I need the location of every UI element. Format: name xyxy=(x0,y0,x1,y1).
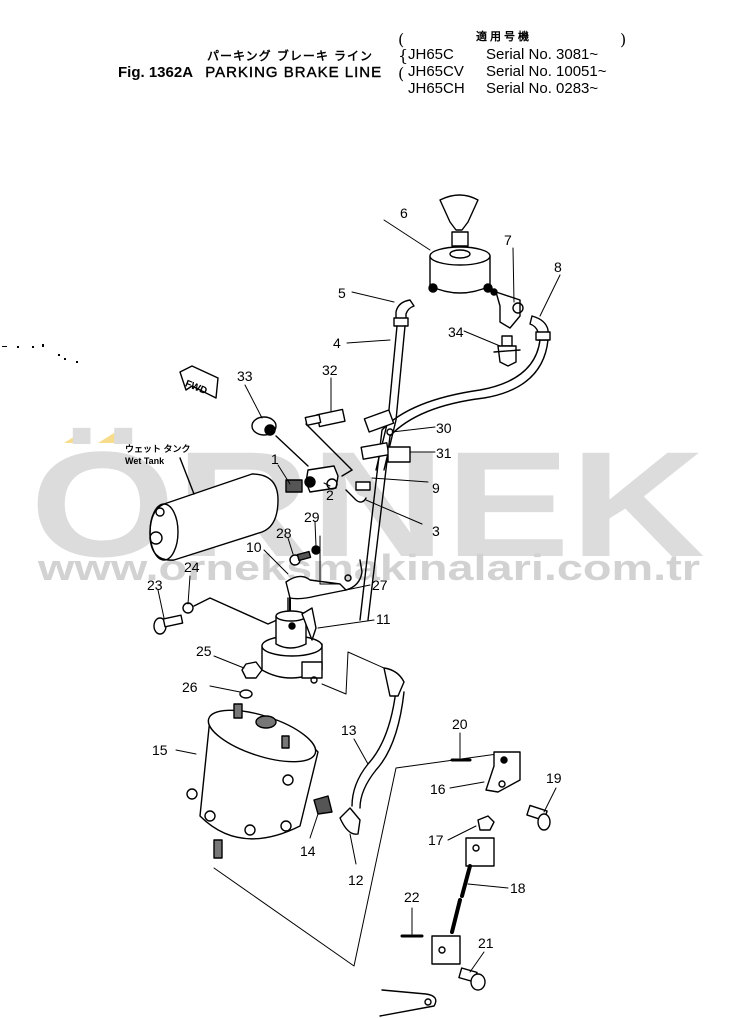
serial: Serial No. 3081~ xyxy=(486,46,599,63)
part-32-sensor xyxy=(304,408,353,477)
wet-tank xyxy=(149,457,279,561)
serial-header: 適用号機 xyxy=(476,31,532,43)
callout-26: 26 xyxy=(182,679,198,695)
callout-1: 1 xyxy=(271,451,279,467)
brace-close: ) xyxy=(620,30,627,49)
figure-title: Fig. 1362A PARKING BRAKE LINE xyxy=(118,64,382,81)
callout-23: 23 xyxy=(147,577,163,593)
callout-22: 22 xyxy=(404,889,420,905)
part-9-hose xyxy=(359,339,549,621)
callout-31: 31 xyxy=(436,445,452,461)
fwd-arrow-icon: FWD xyxy=(179,365,219,399)
part-3-elbow xyxy=(345,489,367,503)
wet-tank-label: ウェット タンク Wet Tank xyxy=(125,443,191,467)
wet-tank-label-jp: ウェット タンク xyxy=(125,444,191,454)
figure-number: Fig. 1362A xyxy=(118,64,194,81)
brace-open: ( xyxy=(398,30,405,49)
leader-lines xyxy=(157,219,561,973)
callout-27: 27 xyxy=(372,577,388,593)
figure-name: PARKING BRAKE LINE xyxy=(205,64,383,81)
callout-15: 15 xyxy=(152,742,168,758)
part-23-bolt xyxy=(153,614,184,635)
part-11-relay-valve xyxy=(261,597,323,684)
callout-9: 9 xyxy=(432,480,440,496)
part-26-washer xyxy=(239,689,253,699)
part-21-pin xyxy=(458,967,486,991)
part-31-clamp xyxy=(360,442,390,460)
callout-5: 5 xyxy=(338,285,346,301)
callout-8: 8 xyxy=(554,259,562,275)
title-block: パーキング ブレーキ ライン Fig. 1362A PARKING BRAKE … xyxy=(0,0,737,110)
callout-11: 11 xyxy=(376,611,391,627)
serial-row: JH65CV Serial No. 10051~ xyxy=(408,64,607,79)
model: JH65CH xyxy=(408,80,465,97)
callout-10: 10 xyxy=(246,539,262,555)
part-7-tee xyxy=(490,288,524,329)
part-31-bracket xyxy=(387,446,411,463)
callout-16: 16 xyxy=(430,781,446,797)
callout-28: 28 xyxy=(276,525,292,541)
callout-2: 2 xyxy=(326,487,334,503)
part-34-switch xyxy=(493,335,521,367)
part-18-clevis-rod xyxy=(431,837,495,965)
part-12-elbow xyxy=(339,807,361,835)
callout-3: 3 xyxy=(432,523,440,539)
part-15-chamber xyxy=(186,703,333,859)
callout-25: 25 xyxy=(196,643,212,659)
brace-open: { xyxy=(398,46,409,65)
part-10-elbow xyxy=(285,559,363,617)
callout-24: 24 xyxy=(184,559,200,575)
part-29-washer xyxy=(311,545,321,555)
callout-32: 32 xyxy=(322,362,338,378)
part-33-fitting xyxy=(251,416,309,467)
brake-lever xyxy=(379,989,437,1017)
callout-13: 13 xyxy=(341,722,357,738)
callout-4: 4 xyxy=(333,335,341,351)
model: JH65CV xyxy=(408,63,464,80)
part-28-bolt xyxy=(289,550,312,566)
serial-row: JH65C Serial No. 3081~ xyxy=(408,47,598,62)
part-16-bracket xyxy=(485,751,521,793)
title-japanese: パーキング ブレーキ ライン xyxy=(207,49,373,63)
brace-open: ( xyxy=(398,64,405,83)
part-13-fitting xyxy=(383,667,405,697)
part-8-nut xyxy=(535,331,551,341)
callout-7: 7 xyxy=(504,232,512,248)
callout-6: 6 xyxy=(400,205,408,221)
part-30-clamp xyxy=(363,409,395,433)
serial-row: JH65CH Serial No. 0283~ xyxy=(408,81,598,96)
callout-21: 21 xyxy=(478,935,494,951)
serial: Serial No. 0283~ xyxy=(486,80,599,97)
scan-dots xyxy=(2,344,78,363)
serial: Serial No. 10051~ xyxy=(486,63,607,80)
callout-17: 17 xyxy=(428,832,444,848)
part-17-nut xyxy=(477,815,495,831)
callout-33: 33 xyxy=(237,368,253,384)
callout-12: 12 xyxy=(348,872,364,888)
callout-34: 34 xyxy=(448,324,464,340)
model: JH65C xyxy=(408,46,454,63)
part-25-nut xyxy=(241,661,263,679)
callout-30: 30 xyxy=(436,420,452,436)
callout-18: 18 xyxy=(510,880,526,896)
part-6-valve xyxy=(428,194,493,294)
wet-tank-label-en: Wet Tank xyxy=(125,456,165,466)
callout-14: 14 xyxy=(300,843,316,859)
part-1-nipple xyxy=(285,479,303,493)
callout-20: 20 xyxy=(452,716,468,732)
callout-labels: 1 2 3 4 5 6 7 8 9 10 11 12 13 14 15 16 1… xyxy=(147,205,562,951)
part-5-nut xyxy=(393,317,409,327)
part-19-pin xyxy=(526,804,551,831)
callout-29: 29 xyxy=(304,509,320,525)
callout-19: 19 xyxy=(546,770,562,786)
